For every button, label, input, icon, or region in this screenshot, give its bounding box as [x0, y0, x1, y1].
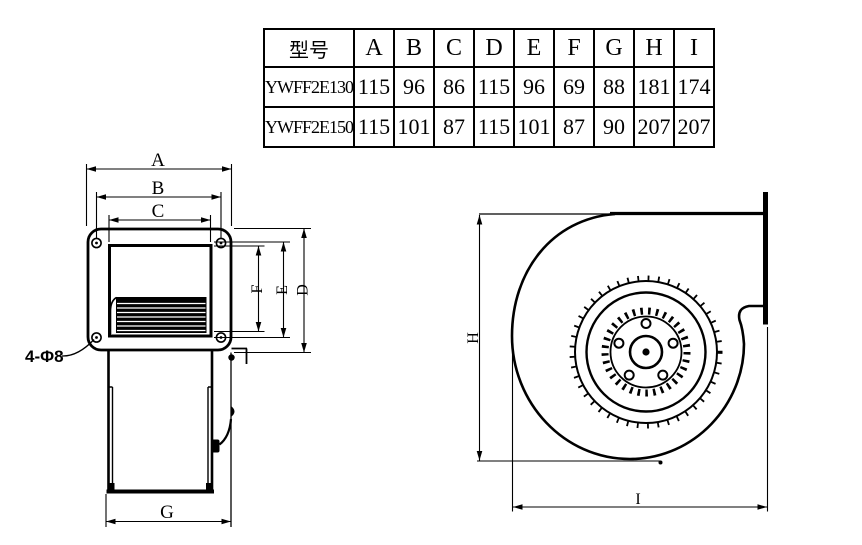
value-cell: 87: [433, 106, 476, 148]
dim-label-C: C: [152, 201, 165, 222]
value-cell: 181: [633, 66, 676, 108]
dim-B: B: [95, 178, 222, 239]
impeller-hub: [569, 275, 723, 429]
value-cell: 101: [513, 106, 556, 148]
dim-label-I: I: [635, 491, 640, 508]
wire-connector: [211, 439, 220, 453]
dim-I: I: [511, 327, 769, 512]
value-cell: 207: [673, 106, 716, 148]
shaft-hub: [628, 334, 664, 370]
table-header-row: 型号 A B C D E F G H I: [262, 28, 716, 68]
header-cell: B: [393, 28, 436, 68]
rivet-dot-ring: [601, 307, 691, 397]
model-cell: YWFF2E150: [262, 106, 356, 148]
value-cell: 115: [353, 66, 396, 108]
model-cell: YWFF2E130: [262, 66, 356, 108]
value-cell: 174: [673, 66, 716, 108]
hole-note-label: 4-Φ8: [25, 347, 64, 366]
motor-housing: [106, 351, 214, 494]
dim-label-A: A: [151, 150, 165, 171]
dim-A: A: [85, 150, 233, 226]
dim-D: D: [234, 227, 312, 354]
dim-label-H: H: [465, 332, 482, 344]
value-cell: 69: [553, 66, 596, 108]
header-cell: H: [633, 28, 676, 68]
hub-bolt-holes: [613, 318, 679, 381]
value-cell: 115: [473, 66, 516, 108]
value-cell: 115: [473, 106, 516, 148]
value-cell: 87: [553, 106, 596, 148]
header-cell: A: [353, 28, 396, 68]
value-cell: 101: [393, 106, 436, 148]
header-cell: E: [513, 28, 556, 68]
table-row: YWFF2E150 115 101 87 115 101 87 90 207 2…: [262, 106, 716, 148]
value-cell: 96: [393, 66, 436, 108]
dim-H: H: [465, 215, 663, 465]
header-cell: I: [673, 28, 716, 68]
impeller-louver: [116, 297, 207, 333]
dim-G: G: [105, 494, 231, 527]
header-cell: G: [593, 28, 636, 68]
header-cell-model: 型号: [262, 28, 356, 68]
tangent-point-dot: [658, 460, 663, 465]
value-cell: 86: [433, 66, 476, 108]
value-cell: 96: [513, 66, 556, 108]
blade-tick-ring: [569, 275, 723, 429]
header-cell: C: [433, 28, 476, 68]
lead-wire: [218, 418, 233, 446]
leader-line: [61, 339, 95, 357]
dim-label-E: E: [274, 285, 291, 295]
dim-F: F: [214, 245, 266, 333]
dim-C: C: [108, 201, 212, 242]
header-cell: D: [473, 28, 516, 68]
value-cell: 90: [593, 106, 636, 148]
header-cell: F: [553, 28, 596, 68]
scroll-contour-through-inlet: [109, 296, 117, 334]
front-view: H I: [465, 192, 769, 512]
hole-note: 4-Φ8: [25, 339, 95, 366]
dim-E: E: [214, 241, 291, 339]
cable-clip: [231, 406, 235, 417]
volute-scroll-outline: [510, 212, 764, 461]
inlet-opening-frame: [108, 244, 213, 338]
value-cell: 115: [353, 106, 396, 148]
dim-label-D: D: [295, 284, 312, 296]
dimension-table: 型号 A B C D E F G H I YWFF2E130 115 96 86…: [262, 28, 716, 148]
side-view: A B C D E: [25, 150, 312, 527]
dim-label-B: B: [152, 178, 165, 199]
dim-label-G: G: [160, 502, 174, 523]
shaft-center: [642, 348, 650, 356]
value-cell: 88: [593, 66, 636, 108]
dim-label-F: F: [249, 284, 266, 293]
weld-dot: [228, 354, 235, 361]
outlet-duct-edge: [211, 347, 248, 527]
mounting-flange-plate: [86, 227, 233, 352]
value-cell: 207: [633, 106, 676, 148]
table-row: YWFF2E130 115 96 86 115 96 69 88 181 174: [262, 66, 716, 108]
